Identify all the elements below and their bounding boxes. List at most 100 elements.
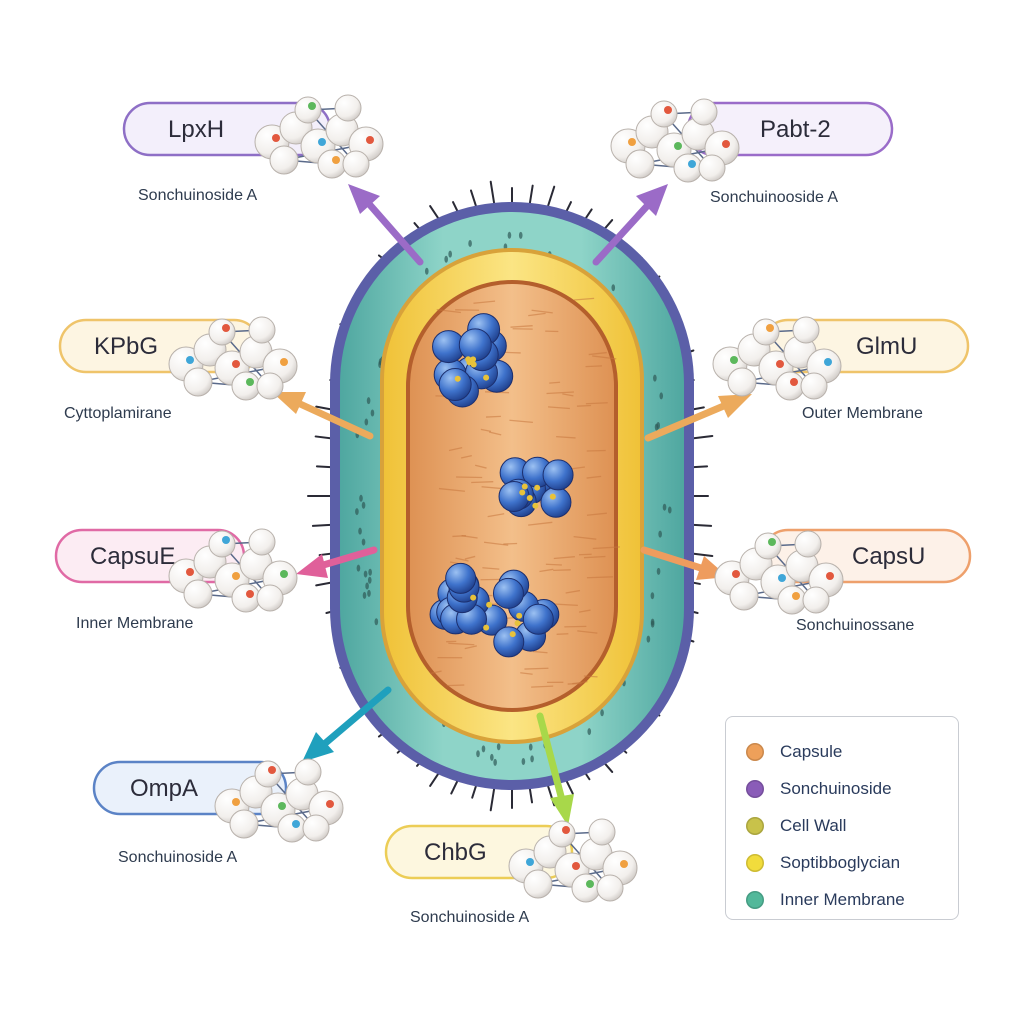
callout-label: Pabt-2 bbox=[760, 116, 831, 143]
atom-accent bbox=[722, 140, 730, 148]
atom-accent bbox=[790, 378, 798, 386]
atom-bead bbox=[183, 579, 213, 609]
legend-item-capsule: Capsule bbox=[746, 733, 958, 770]
atom-accent bbox=[318, 138, 326, 146]
membrane-dot bbox=[659, 392, 664, 400]
atom-accent bbox=[674, 142, 682, 150]
molecule-icon bbox=[168, 316, 298, 401]
legend-swatch bbox=[746, 779, 764, 798]
cytoplasm-fiber bbox=[460, 455, 472, 459]
cytoplasm-fiber bbox=[549, 381, 561, 384]
atom-accent bbox=[730, 356, 738, 364]
membrane-dot bbox=[658, 530, 662, 538]
cytoplasm-fiber bbox=[503, 542, 518, 545]
protein-cluster bbox=[498, 456, 574, 518]
membrane-dot bbox=[650, 592, 655, 600]
cytoplasm-fiber bbox=[576, 404, 592, 407]
callout-lpxh[interactable]: LpxH Sonchuinoside A bbox=[122, 94, 424, 266]
atom-accent bbox=[292, 820, 300, 828]
atom-bead bbox=[229, 809, 259, 839]
atom-bead bbox=[208, 530, 236, 558]
cytoplasm-fiber bbox=[546, 391, 574, 395]
cytoplasm-fiber bbox=[520, 672, 533, 675]
ligand-dot bbox=[486, 601, 493, 608]
atom-accent bbox=[232, 572, 240, 580]
callout-sublabel: Inner Membrane bbox=[76, 615, 193, 632]
callout-sublabel: Sonchuinoside A bbox=[118, 849, 238, 866]
cytoplasm-fiber bbox=[586, 449, 606, 452]
atom-accent bbox=[326, 800, 334, 808]
atom-bead bbox=[342, 150, 370, 178]
atom-bead bbox=[690, 98, 718, 126]
cytoplasm-fiber bbox=[471, 481, 494, 484]
atom-accent bbox=[766, 324, 774, 332]
atom-bead bbox=[794, 530, 822, 558]
atom-bead bbox=[754, 532, 782, 560]
arrowhead-icon bbox=[302, 732, 334, 762]
atom-bead bbox=[727, 367, 757, 397]
atom-bead bbox=[294, 758, 322, 786]
membrane-dot bbox=[490, 753, 494, 761]
callout-capsue[interactable]: CapsuE Inner Membrane bbox=[54, 528, 378, 632]
atom-accent bbox=[768, 538, 776, 546]
callout-glmu[interactable]: GlmU Outer Membrane bbox=[644, 316, 970, 442]
cytoplasm-fiber bbox=[573, 297, 595, 301]
membrane-dot bbox=[656, 567, 661, 575]
atom-accent bbox=[222, 536, 230, 544]
membrane-dot bbox=[361, 501, 366, 509]
callout-ompa[interactable]: OmpA Sonchuinoside A bbox=[92, 686, 392, 866]
ligand-dot bbox=[509, 631, 516, 638]
atom-accent bbox=[628, 138, 636, 146]
callout-sublabel: Sonchuinossane bbox=[796, 617, 914, 634]
ligand-dot bbox=[514, 620, 521, 627]
atom-accent bbox=[246, 590, 254, 598]
callout-capsu[interactable]: CapsU Sonchuinossane bbox=[640, 528, 972, 634]
callout-pabt2[interactable]: Pabt-2 Sonchuinooside A bbox=[592, 98, 894, 266]
callout-label: CapsuE bbox=[90, 543, 175, 570]
atom-bead bbox=[256, 584, 284, 612]
atom-accent bbox=[366, 136, 374, 144]
ligand-dot bbox=[519, 489, 526, 496]
ligand-dot bbox=[534, 484, 541, 491]
atom-bead bbox=[302, 814, 330, 842]
callout-arrow bbox=[318, 686, 392, 750]
cytoplasm-fiber bbox=[474, 464, 487, 469]
atom-bead bbox=[231, 371, 261, 401]
callout-label: ChbG bbox=[424, 839, 487, 866]
legend-item-inner-membrane: Inner Membrane bbox=[746, 881, 958, 918]
callout-sublabel: Cyttoplamirane bbox=[64, 405, 172, 422]
atom-bead bbox=[277, 813, 307, 843]
ligand-dot bbox=[516, 612, 523, 619]
arrowhead-icon bbox=[272, 392, 306, 414]
callout-label: GlmU bbox=[856, 333, 917, 360]
molecule-icon bbox=[712, 316, 842, 401]
callout-chbg[interactable]: ChbG Sonchuinoside A bbox=[384, 712, 638, 926]
legend-swatch bbox=[746, 853, 764, 872]
atom-bead bbox=[256, 372, 284, 400]
atom-bead bbox=[231, 583, 261, 613]
cytoplasm-fiber bbox=[481, 486, 504, 490]
cytoplasm-fiber bbox=[565, 589, 581, 594]
cytoplasm-fiber bbox=[588, 351, 607, 356]
callout-kpbg[interactable]: KPbG Cyttoplamirane bbox=[58, 316, 374, 440]
legend-label: Capsule bbox=[780, 741, 843, 761]
membrane-dot bbox=[368, 568, 372, 576]
membrane-dot bbox=[530, 755, 534, 763]
atom-accent bbox=[246, 378, 254, 386]
ligand-dot bbox=[526, 495, 533, 502]
legend: Capsule Sonchuinoside Cell Wall Soptibbo… bbox=[725, 716, 959, 920]
legend-swatch bbox=[746, 742, 764, 761]
cytoplasm-fiber bbox=[483, 541, 509, 546]
ligand-dot bbox=[465, 356, 472, 363]
ligand-dot bbox=[521, 483, 528, 490]
ligand-dot bbox=[483, 374, 490, 381]
membrane-dot bbox=[600, 709, 604, 717]
atom-bead bbox=[548, 820, 576, 848]
atom-bead bbox=[752, 318, 780, 346]
atom-accent bbox=[732, 570, 740, 578]
protein-clusters bbox=[429, 313, 574, 658]
legend-item-sonchuinoside: Sonchuinoside bbox=[746, 770, 958, 807]
cytoplasm-fiber bbox=[524, 667, 549, 670]
atom-accent bbox=[308, 102, 316, 110]
protein-bead bbox=[438, 368, 472, 402]
